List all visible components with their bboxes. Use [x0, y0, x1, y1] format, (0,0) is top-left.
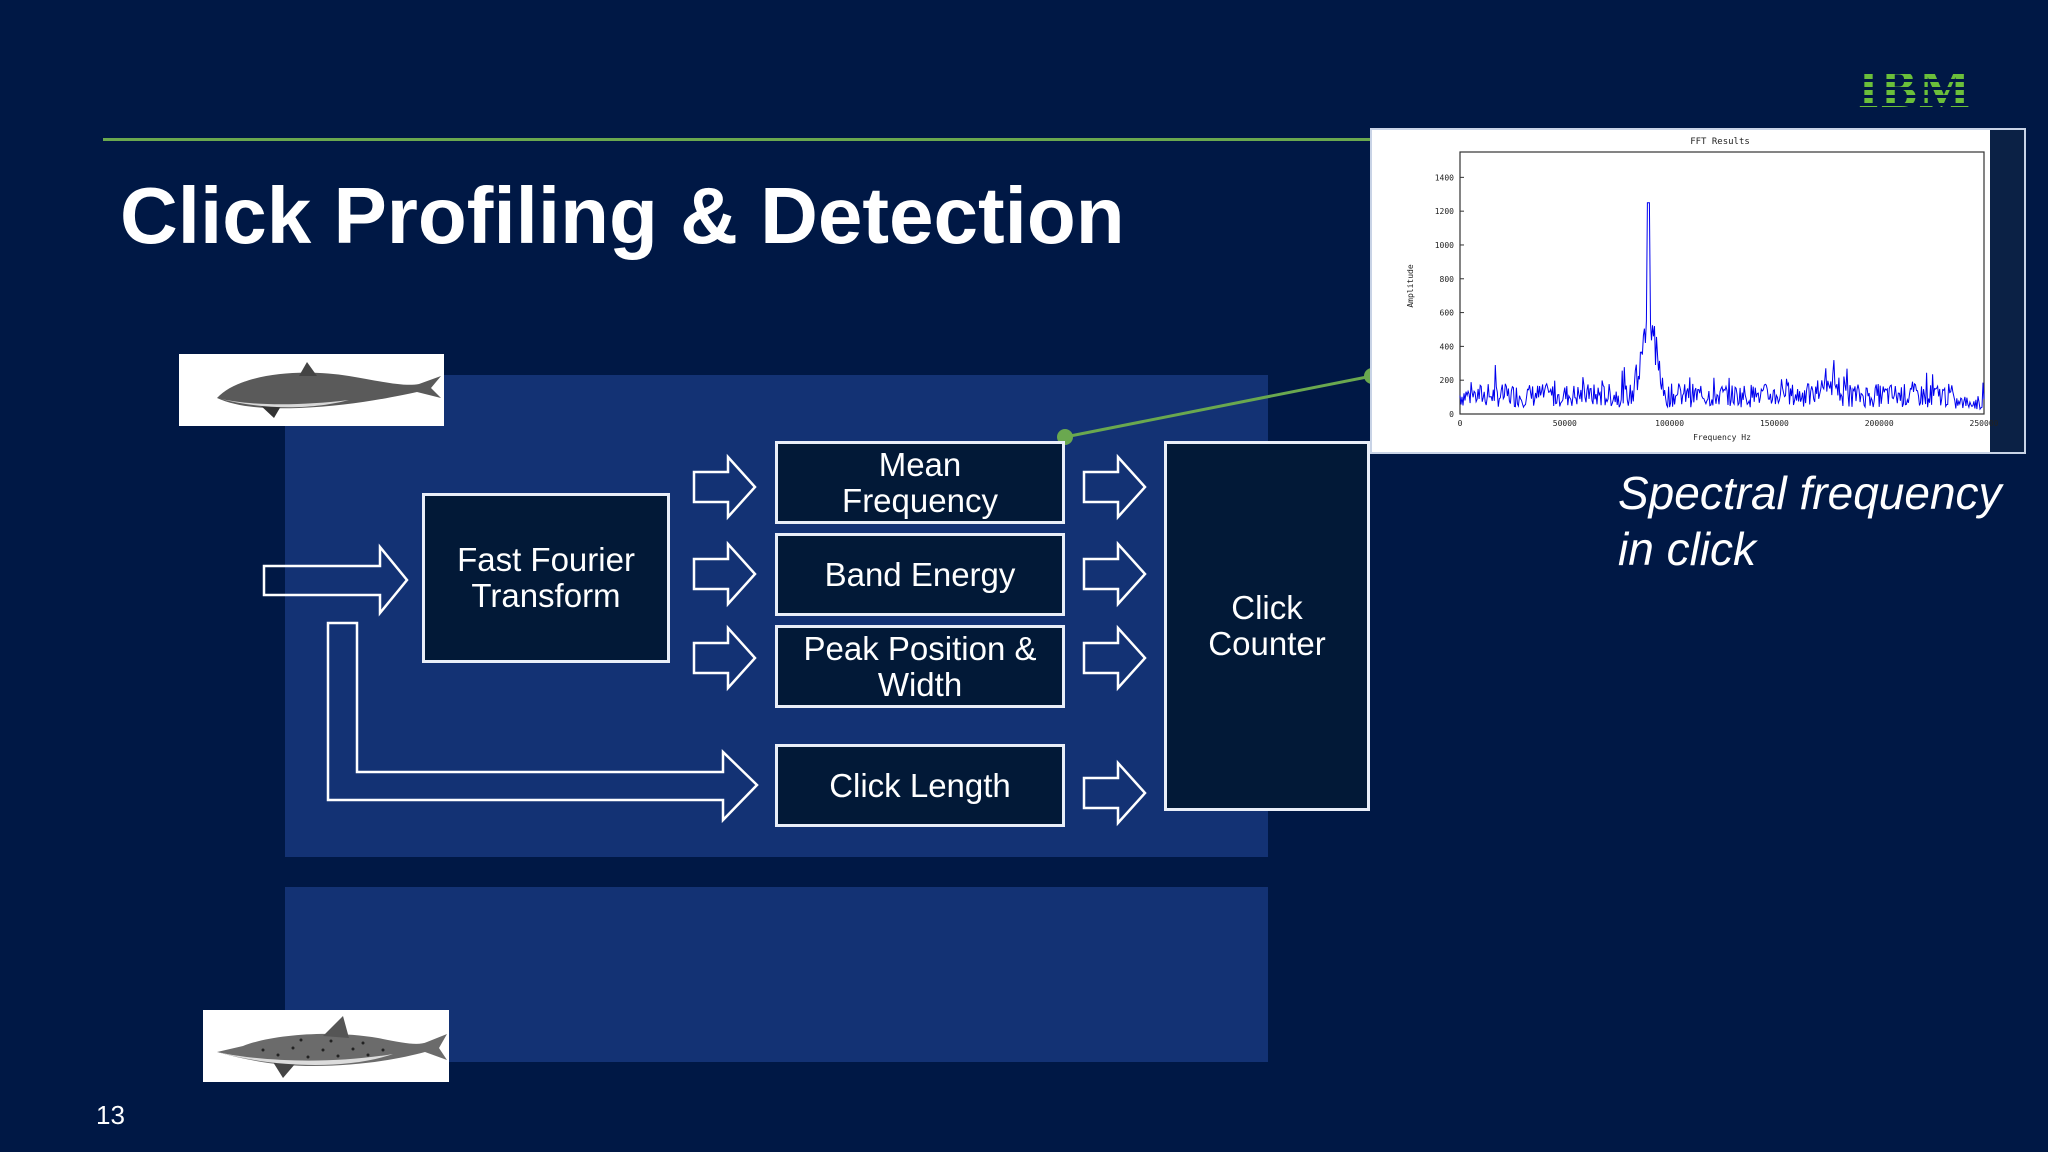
fft-x-tick-label: 100000 [1655, 419, 1684, 428]
click-length-bent-arrow [326, 621, 759, 824]
fft-x-tick-label: 200000 [1865, 419, 1894, 428]
click-counter-box: Click Counter [1164, 441, 1370, 811]
band-energy-box: Band Energy [775, 533, 1065, 616]
fft-y-tick-label: 1400 [1435, 173, 1454, 182]
fft-results-plot: FFT Results 0 200 400 600 800 1000 1200 1400 0 5… [1406, 130, 2024, 452]
mean-frequency-box: Mean Frequency [775, 441, 1065, 524]
click-counter-label: Click Counter [1208, 589, 1326, 662]
dolphin-image [203, 1010, 449, 1082]
page-number: 13 [96, 1100, 125, 1130]
fft-spectrum-line [1459, 202, 1985, 411]
band-energy-label: Band Energy [824, 555, 1016, 593]
fft-y-tick-label: 200 [1440, 376, 1455, 385]
fft-x-tick-label: 250000 [1970, 419, 1999, 428]
click-length-label: Click Length [829, 766, 1011, 804]
porpoise-image [179, 354, 444, 426]
fft-x-tick-label: 50000 [1553, 419, 1577, 428]
fft-y-tick-label: 1200 [1435, 207, 1454, 216]
fft-x-tick-label: 0 [1458, 419, 1463, 428]
title-divider [103, 138, 1373, 141]
slide-title: Click Profiling & Detection [120, 171, 1125, 260]
caption-line-2: in click [1618, 523, 1757, 575]
fft-y-tick-label: 600 [1440, 309, 1455, 318]
arrow-band-to-counter [1082, 540, 1147, 608]
arrow-to-mean-frequency [692, 453, 757, 521]
fft-box-label: Fast Fourier Transform [457, 541, 635, 614]
fft-y-axis-label: Amplitude [1406, 264, 1415, 308]
chart-caption: Spectral frequency in click [1618, 465, 2002, 577]
arrow-mean-to-counter [1082, 453, 1147, 521]
arrow-to-peak-position [692, 624, 757, 692]
fft-y-tick-label: 0 [1449, 410, 1454, 419]
arrow-to-band-energy [692, 540, 757, 608]
fft-y-tick-label: 1000 [1435, 241, 1454, 250]
ibm-logo: IBM [1858, 59, 1972, 119]
arrow-length-to-counter [1082, 759, 1147, 827]
fft-x-tick-label: 150000 [1760, 419, 1789, 428]
mean-frequency-label: Mean Frequency [842, 445, 998, 519]
click-length-box: Click Length [775, 744, 1065, 827]
fft-x-axis-label: Frequency Hz [1693, 433, 1751, 442]
fft-results-chart: FFT Results 0 200 400 600 800 1000 1200 1400 0 5… [1370, 128, 2026, 454]
fft-chart-title: FFT Results [1690, 137, 1750, 147]
callout-connector [1064, 374, 1373, 439]
input-arrow [262, 543, 409, 617]
fft-y-tick-label: 400 [1440, 342, 1455, 351]
arrow-peak-to-counter [1082, 624, 1147, 692]
fft-box: Fast Fourier Transform [422, 493, 670, 663]
caption-line-1: Spectral frequency [1618, 467, 2002, 519]
peak-position-box: Peak Position & Width [775, 625, 1065, 708]
fft-y-tick-label: 800 [1440, 275, 1455, 284]
peak-position-label: Peak Position & Width [803, 629, 1037, 703]
